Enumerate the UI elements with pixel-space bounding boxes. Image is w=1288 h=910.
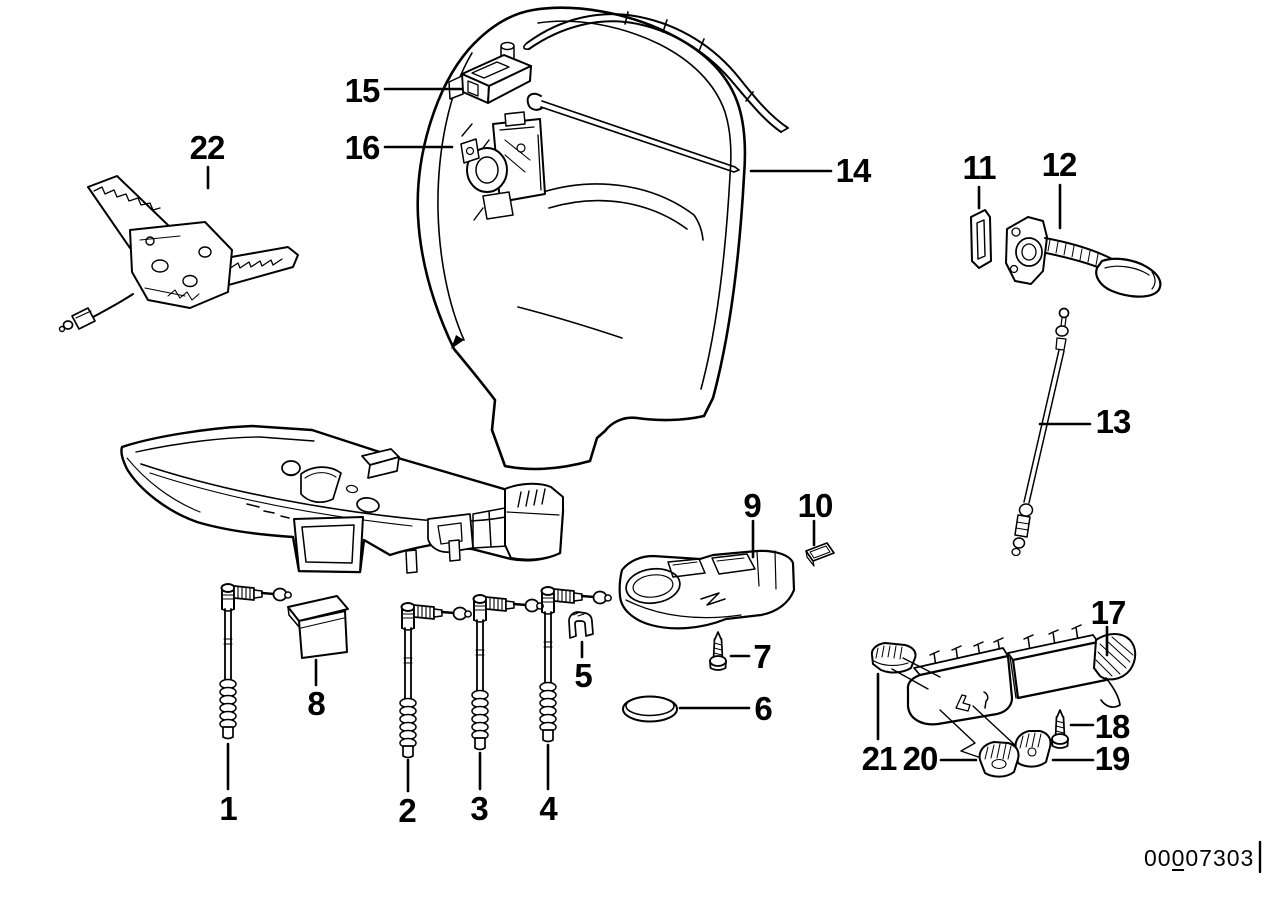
part-callout-4[interactable]: 4: [539, 790, 557, 827]
part-callout-18[interactable]: 18: [1094, 708, 1131, 745]
part-9-switch-housing-drawing: [618, 549, 796, 630]
part-callout-9[interactable]: 9: [743, 487, 761, 524]
part-callout-13[interactable]: 13: [1095, 403, 1132, 440]
headrest-wire-drawing: [523, 11, 789, 133]
part-callout-12[interactable]: 12: [1041, 146, 1078, 183]
part-12-handle-drawing: [1005, 216, 1162, 298]
seat-pan-drawing: [120, 424, 565, 574]
part-callout-15[interactable]: 15: [344, 72, 381, 109]
part-11-bezel-drawing: [970, 209, 992, 269]
part-8-module-drawing: [287, 595, 349, 659]
part-callout-3[interactable]: 3: [470, 790, 488, 827]
part-callout-2[interactable]: 2: [398, 792, 416, 829]
part-21-knob-drawing: [870, 642, 941, 690]
part-3-cable-drawing: [470, 593, 545, 751]
part-callout-11[interactable]: 11: [962, 149, 997, 186]
part-2-cable-drawing: [398, 601, 473, 759]
part-callout-16[interactable]: 16: [344, 129, 381, 166]
part-19-20-knobs-drawing: [978, 730, 1052, 778]
part-callout-22[interactable]: 22: [189, 129, 226, 166]
part-5-clip-drawing: [568, 611, 594, 639]
part-callout-7[interactable]: 7: [753, 638, 771, 675]
part-callout-14[interactable]: 14: [835, 152, 872, 189]
part-22-lever-assembly-drawing: [58, 175, 299, 333]
part-18-screw-drawing: [1051, 709, 1069, 749]
part-callout-20[interactable]: 20: [902, 740, 939, 777]
diagram-plate-code: 00007303: [1144, 845, 1255, 871]
part-callout-10[interactable]: 10: [797, 487, 834, 524]
part-callout-8[interactable]: 8: [307, 685, 325, 722]
part-callout-1[interactable]: 1: [219, 790, 237, 827]
leader-lines: [206, 87, 1109, 793]
part-10-pad-drawing: [805, 542, 835, 567]
part-7-screw-drawing: [709, 631, 727, 671]
plate-code-underline: [1172, 869, 1184, 871]
part-callout-5[interactable]: 5: [574, 657, 592, 694]
part-callout-19[interactable]: 19: [1094, 740, 1131, 777]
part-callout-17[interactable]: 17: [1090, 594, 1127, 631]
part-callout-6[interactable]: 6: [754, 690, 772, 727]
part-14-rod-drawing: [526, 92, 740, 173]
part-1-cable-drawing: [218, 582, 293, 740]
part-6-oring-drawing: [622, 695, 678, 723]
part-16-latch-drawing: [460, 111, 546, 220]
part-17-switch-panel-drawing: [906, 624, 1137, 761]
part-15-switch-drawing: [448, 41, 532, 104]
part-callout-21[interactable]: 21: [861, 740, 898, 777]
part-13-cable-rod-drawing: [1011, 307, 1070, 557]
